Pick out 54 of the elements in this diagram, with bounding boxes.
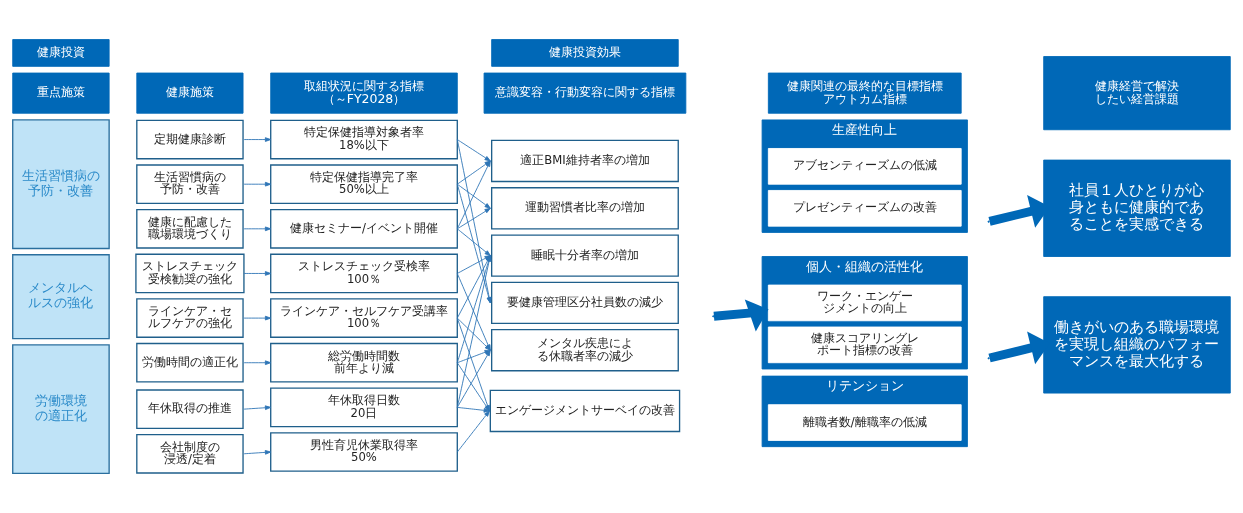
node-box: 男性育児休業取得率 50% [270, 432, 458, 472]
node-box: 社員１人ひとりが心身ともに健康的であることを実感できる [1043, 159, 1231, 257]
node-box: 年休取得日数 20日 [270, 387, 458, 428]
node-box: プレゼンティーズムの改善 [767, 190, 962, 227]
node-box: 健康スコアリングレポート指標の改善 [767, 326, 962, 364]
arrow [456, 207, 491, 230]
arrow [456, 410, 490, 453]
node-box: 健康投資効果 [491, 39, 679, 67]
node-box: エンゲージメントサーベイの改善 [489, 389, 681, 433]
node-box: 要健康管理区分社員数の減少 [491, 281, 679, 325]
arrow [243, 226, 272, 232]
node-box: アブセンティーズムの低減 [767, 148, 962, 185]
node-box: メンタルヘルスの強化 [12, 254, 110, 340]
node-box: 特定保健指導対象者率 18%以下 [270, 119, 458, 160]
arrow [243, 137, 272, 142]
arrow [243, 181, 272, 187]
node-box: 睡眠十分者率の増加 [491, 234, 679, 277]
node-box: ストレスチェック受検率 100％ [270, 253, 458, 294]
node-box: ラインケア・セルフケアの強化 [136, 298, 244, 338]
arrow [243, 360, 272, 366]
node-box: 健康関連の最終的な目標指標 アウトカム指標 [767, 72, 962, 114]
arrow [456, 228, 491, 257]
arrow [243, 315, 272, 321]
node-box: 離職者数/離職率の低減 [767, 404, 962, 441]
node-box: 健康に配慮した職場環境づくり [136, 208, 244, 249]
node-box: 総労働時間数 前年より減 [270, 342, 458, 383]
node-box: 適正BMI維持者率の増加 [491, 139, 679, 183]
node-box: 年休取得の推進 [136, 389, 244, 430]
node-box: 健康施策 [136, 72, 244, 114]
arrow [243, 450, 272, 455]
node-box: 生活習慣病の予防・改善 [12, 119, 110, 250]
node-box: 意識変容・行動変容に関する指標 [483, 72, 687, 114]
arrow [713, 299, 769, 332]
node-box: 重点施策 [12, 72, 110, 114]
node-box: ラインケア・セルフケア受講率 100％ [270, 298, 458, 338]
node-box: 労働時間の適正化 [136, 342, 244, 383]
node-box: 生活習慣病の予防・改善 [136, 164, 244, 205]
node-box: 健康セミナー/イベント開催 [270, 208, 458, 249]
node-box: ワーク・エンゲージメントの向上 [767, 284, 962, 322]
node-box: 運動習慣者比率の増加 [491, 187, 679, 230]
node-box: ストレスチェック受検勧奨の強化 [135, 253, 245, 294]
arrow [243, 271, 272, 276]
node-box: 取組状況に関する指標（～FY2028） [270, 72, 458, 114]
node-box: メンタル疾患による休職者率の減少 [491, 329, 679, 372]
node-box: 健康投資 [12, 39, 110, 67]
node-box: 健康経営で解決したい経営課題 [1043, 56, 1231, 131]
node-box: 定期健康診断 [136, 119, 244, 160]
arrow [456, 139, 491, 162]
node-box: 会社制度の浸透/定着 [136, 433, 244, 474]
arrow [243, 405, 272, 411]
arrow [456, 183, 491, 209]
node-box: 労働環境の適正化 [12, 344, 110, 475]
node-box: 特定保健指導完了率 50%以上 [270, 164, 458, 205]
node-box: 働きがいのある職場環境を実現し組織のパフォーマンスを最大化する [1043, 296, 1231, 394]
